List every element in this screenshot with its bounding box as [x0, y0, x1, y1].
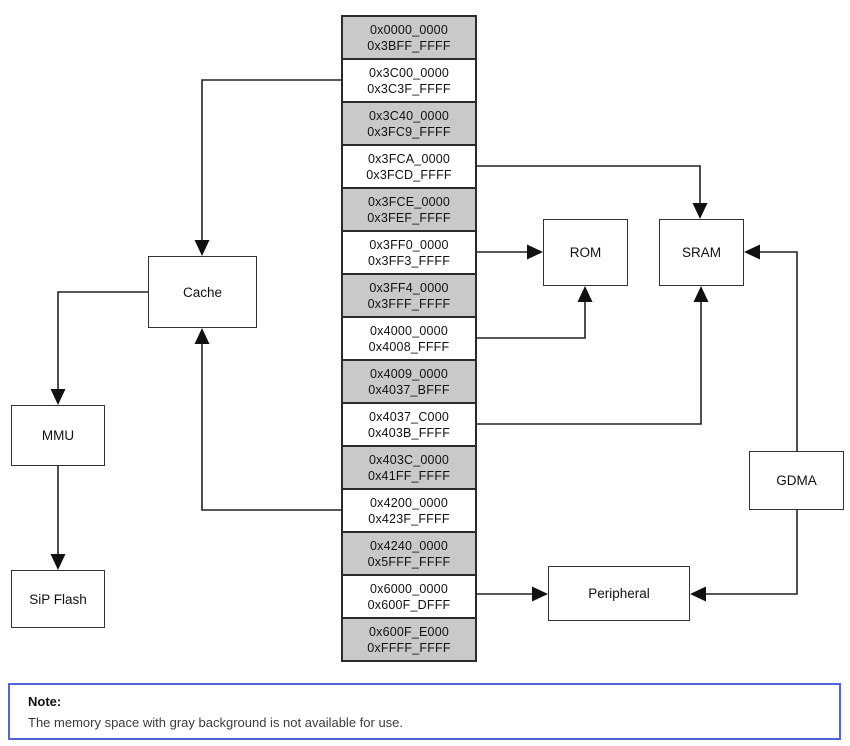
- memory-range-cell: 0x4000_0000 0x4008_FFFF: [341, 316, 477, 361]
- range-end: 0x403B_FFFF: [367, 425, 451, 440]
- connector-gdma-to-peripheral: [690, 510, 798, 602]
- arrow-right-icon: [532, 586, 548, 602]
- cache-box: Cache: [148, 256, 257, 328]
- range-end: 0x4008_FFFF: [368, 339, 450, 354]
- memory-range-cell: 0x4009_0000 0x4037_BFFF: [341, 359, 477, 404]
- arrow-up-icon: [577, 286, 593, 302]
- memory-range-cell: 0x0000_0000 0x3BFF_FFFF: [341, 15, 477, 60]
- sram-box: SRAM: [659, 219, 744, 286]
- arrow-down-icon: [50, 389, 66, 405]
- memory-range-cell: 0x3C40_0000 0x3FC9_FFFF: [341, 101, 477, 146]
- arrow-right-icon: [527, 244, 543, 260]
- arrow-left-icon: [744, 244, 760, 260]
- memory-range-cell: 0x600F_E000 0xFFFF_FFFF: [341, 617, 477, 662]
- range-start: 0x4009_0000: [370, 366, 448, 381]
- range-end: 0x423F_FFFF: [368, 511, 450, 526]
- arrow-left-icon: [690, 586, 706, 602]
- mmu-box: MMU: [11, 405, 105, 466]
- range-start: 0x4000_0000: [370, 323, 448, 338]
- connector-romrange-to-rom-left: [477, 244, 543, 260]
- range-start: 0x403C_0000: [368, 452, 450, 467]
- range-end: 0x3FCD_FFFF: [366, 167, 452, 182]
- range-end: 0x3FFF_FFFF: [367, 296, 451, 311]
- memory-range-cell: 0x3FF4_0000 0x3FFF_FFFF: [341, 273, 477, 318]
- memory-range-cell: 0x3C00_0000 0x3C3F_FFFF: [341, 58, 477, 103]
- range-start: 0x6000_0000: [370, 581, 448, 596]
- range-end: 0x4037_BFFF: [368, 382, 450, 397]
- memory-range-cell: 0x4037_C000 0x403B_FFFF: [341, 402, 477, 447]
- peripheral-box: Peripheral: [548, 566, 690, 621]
- memory-range-cell: 0x3FF0_0000 0x3FF3_FFFF: [341, 230, 477, 275]
- memory-range-cell: 0x6000_0000 0x600F_DFFF: [341, 574, 477, 619]
- connector-flashrange-to-cache: [194, 79, 341, 256]
- rom-box: ROM: [543, 219, 628, 286]
- arrow-up-icon: [194, 328, 210, 344]
- range-start: 0x0000_0000: [370, 22, 448, 37]
- range-start: 0x4037_C000: [368, 409, 450, 424]
- range-start: 0x3FF0_0000: [369, 237, 449, 252]
- arrow-up-icon: [693, 286, 709, 302]
- gdma-box: GDMA: [749, 451, 844, 510]
- range-end: 0xFFFF_FFFF: [367, 640, 451, 655]
- connector-datarange-to-sram-top: [477, 165, 708, 219]
- connector-gdma-to-sram: [744, 244, 798, 451]
- range-start: 0x4200_0000: [370, 495, 448, 510]
- connector-periphrange-to-peripheral: [477, 586, 548, 602]
- connector-iromrange-to-rom-bottom: [477, 286, 593, 339]
- range-start: 0x3FCE_0000: [367, 194, 451, 209]
- sip-flash-box: SiP Flash: [11, 570, 105, 628]
- range-end: 0x600F_DFFF: [367, 597, 451, 612]
- memory-range-cell: 0x3FCE_0000 0x3FEF_FFFF: [341, 187, 477, 232]
- range-start: 0x600F_E000: [368, 624, 450, 639]
- arrow-down-icon: [194, 240, 210, 256]
- note-panel: Note: The memory space with gray backgro…: [8, 683, 841, 740]
- range-start: 0x4240_0000: [370, 538, 448, 553]
- connector-extmem-to-cache: [194, 328, 341, 511]
- connector-cache-to-mmu: [50, 291, 148, 405]
- memory-range-cell: 0x4240_0000 0x5FFF_FFFF: [341, 531, 477, 576]
- memory-range-cell: 0x3FCA_0000 0x3FCD_FFFF: [341, 144, 477, 189]
- memory-map-column: 0x0000_0000 0x3BFF_FFFF 0x3C00_0000 0x3C…: [341, 15, 477, 662]
- connector-mmu-to-sipflash: [50, 466, 66, 570]
- range-end: 0x41FF_FFFF: [367, 468, 451, 483]
- note-text: The memory space with gray background is…: [28, 715, 404, 730]
- note-title: Note:: [28, 694, 62, 709]
- connector-iramrange-to-sram-bottom: [477, 286, 709, 425]
- range-start: 0x3C40_0000: [368, 108, 450, 123]
- memory-range-cell: 0x403C_0000 0x41FF_FFFF: [341, 445, 477, 490]
- memory-range-cell: 0x4200_0000 0x423F_FFFF: [341, 488, 477, 533]
- range-start: 0x3FCA_0000: [367, 151, 451, 166]
- arrow-down-icon: [692, 203, 708, 219]
- range-end: 0x3FF3_FFFF: [367, 253, 451, 268]
- range-end: 0x3BFF_FFFF: [367, 38, 451, 53]
- range-end: 0x3FEF_FFFF: [367, 210, 451, 225]
- range-end: 0x3C3F_FFFF: [367, 81, 451, 96]
- range-end: 0x3FC9_FFFF: [367, 124, 451, 139]
- arrow-down-icon: [50, 554, 66, 570]
- range-start: 0x3FF4_0000: [369, 280, 449, 295]
- range-start: 0x3C00_0000: [368, 65, 450, 80]
- range-end: 0x5FFF_FFFF: [367, 554, 451, 569]
